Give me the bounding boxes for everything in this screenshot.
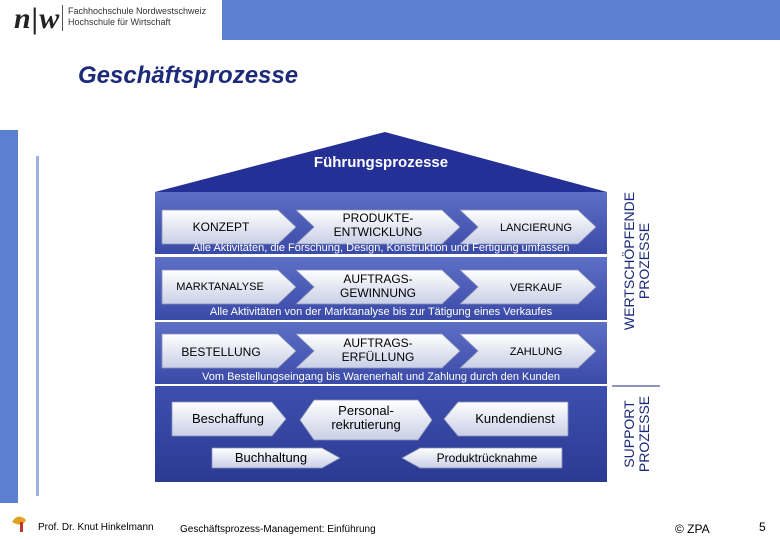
logo-line-2: Hochschule für Wirtschaft (68, 17, 171, 27)
left-accent-bar (0, 130, 18, 503)
row-3-start-arrow (161, 333, 297, 369)
row-1-end-label: LANCIERUNG (499, 222, 573, 234)
logo-line-1: Fachhochschule Nordwestschweiz (68, 6, 207, 16)
logo-separator (62, 5, 63, 31)
row-3-start-label: BESTELLUNG (181, 345, 261, 359)
row-3-end-label: ZAHLUNG (509, 346, 563, 358)
page-number: 5 (759, 520, 766, 534)
roof-shape (155, 132, 607, 192)
produktruecknahme-label: Produktrücknahme (436, 451, 538, 465)
row-3-middle-arrow (294, 333, 461, 369)
row-3-description: Vom Bestellungseingang bis Warenerhalt u… (202, 371, 560, 383)
personal-shape (299, 399, 433, 441)
value-processes-side-label: WERTSCHÖPFENDE PROZESSE (621, 191, 652, 331)
beschaffung-label: Beschaffung (191, 411, 265, 426)
row-2-start-arrow (161, 269, 297, 305)
row-2-description: Alle Aktivitäten von der Marktanalyse bi… (209, 306, 553, 318)
footer-author: Prof. Dr. Knut Hinkelmann (38, 522, 154, 533)
produktruecknahme-shape (401, 447, 563, 469)
header-accent-bar (222, 0, 780, 40)
row-2-start-label: MARKTANALYSE (176, 281, 264, 293)
row-1-end-arrow (458, 209, 597, 245)
beschaffung-shape (171, 401, 287, 437)
buchhaltung-shape (211, 447, 341, 469)
kundendienst-label: Kundendienst (475, 411, 555, 426)
row-3-arrows (161, 333, 597, 369)
row-2-arrows (161, 269, 597, 305)
footer-logo-icon (12, 516, 26, 532)
row-3-end-arrow (458, 333, 597, 369)
row-1-middle-arrow (294, 209, 461, 245)
row-3-middle-label: AUFTRAGS- ERFÜLLUNG (341, 336, 415, 364)
row-1-start-label: KONZEPT (192, 220, 250, 234)
left-accent-line (36, 156, 39, 496)
page-title: Geschäftsprozesse (78, 62, 299, 89)
kundendienst-shape (443, 401, 569, 437)
buchhaltung-label: Buchhaltung (234, 450, 308, 465)
row-1-description: Alle Aktivitäten, die Forschung, Design,… (192, 242, 570, 254)
row-2-middle-label: AUFTRAGS- GEWINNUNG (340, 272, 416, 300)
row-1-start-arrow (161, 209, 297, 245)
row-2-end-label: VERKAUF (510, 282, 562, 294)
row-2-end-arrow (458, 269, 597, 305)
footer-course: Geschäftsprozess-Management: Einführung (180, 524, 376, 535)
roof-label: Führungsprozesse (313, 154, 449, 171)
row-1-arrows (161, 209, 597, 245)
support-shapes (171, 399, 569, 469)
logo-mark: n|w (14, 2, 61, 35)
row-1-middle-label: PRODUKTE- ENTWICKLUNG (333, 211, 423, 239)
row-2-middle-arrow (294, 269, 461, 305)
support-processes-side-label: SUPPORT PROZESSE (621, 395, 652, 473)
personal-label: Personal- rekrutierung (331, 403, 401, 432)
footer-copyright: © ZPA (675, 522, 710, 536)
